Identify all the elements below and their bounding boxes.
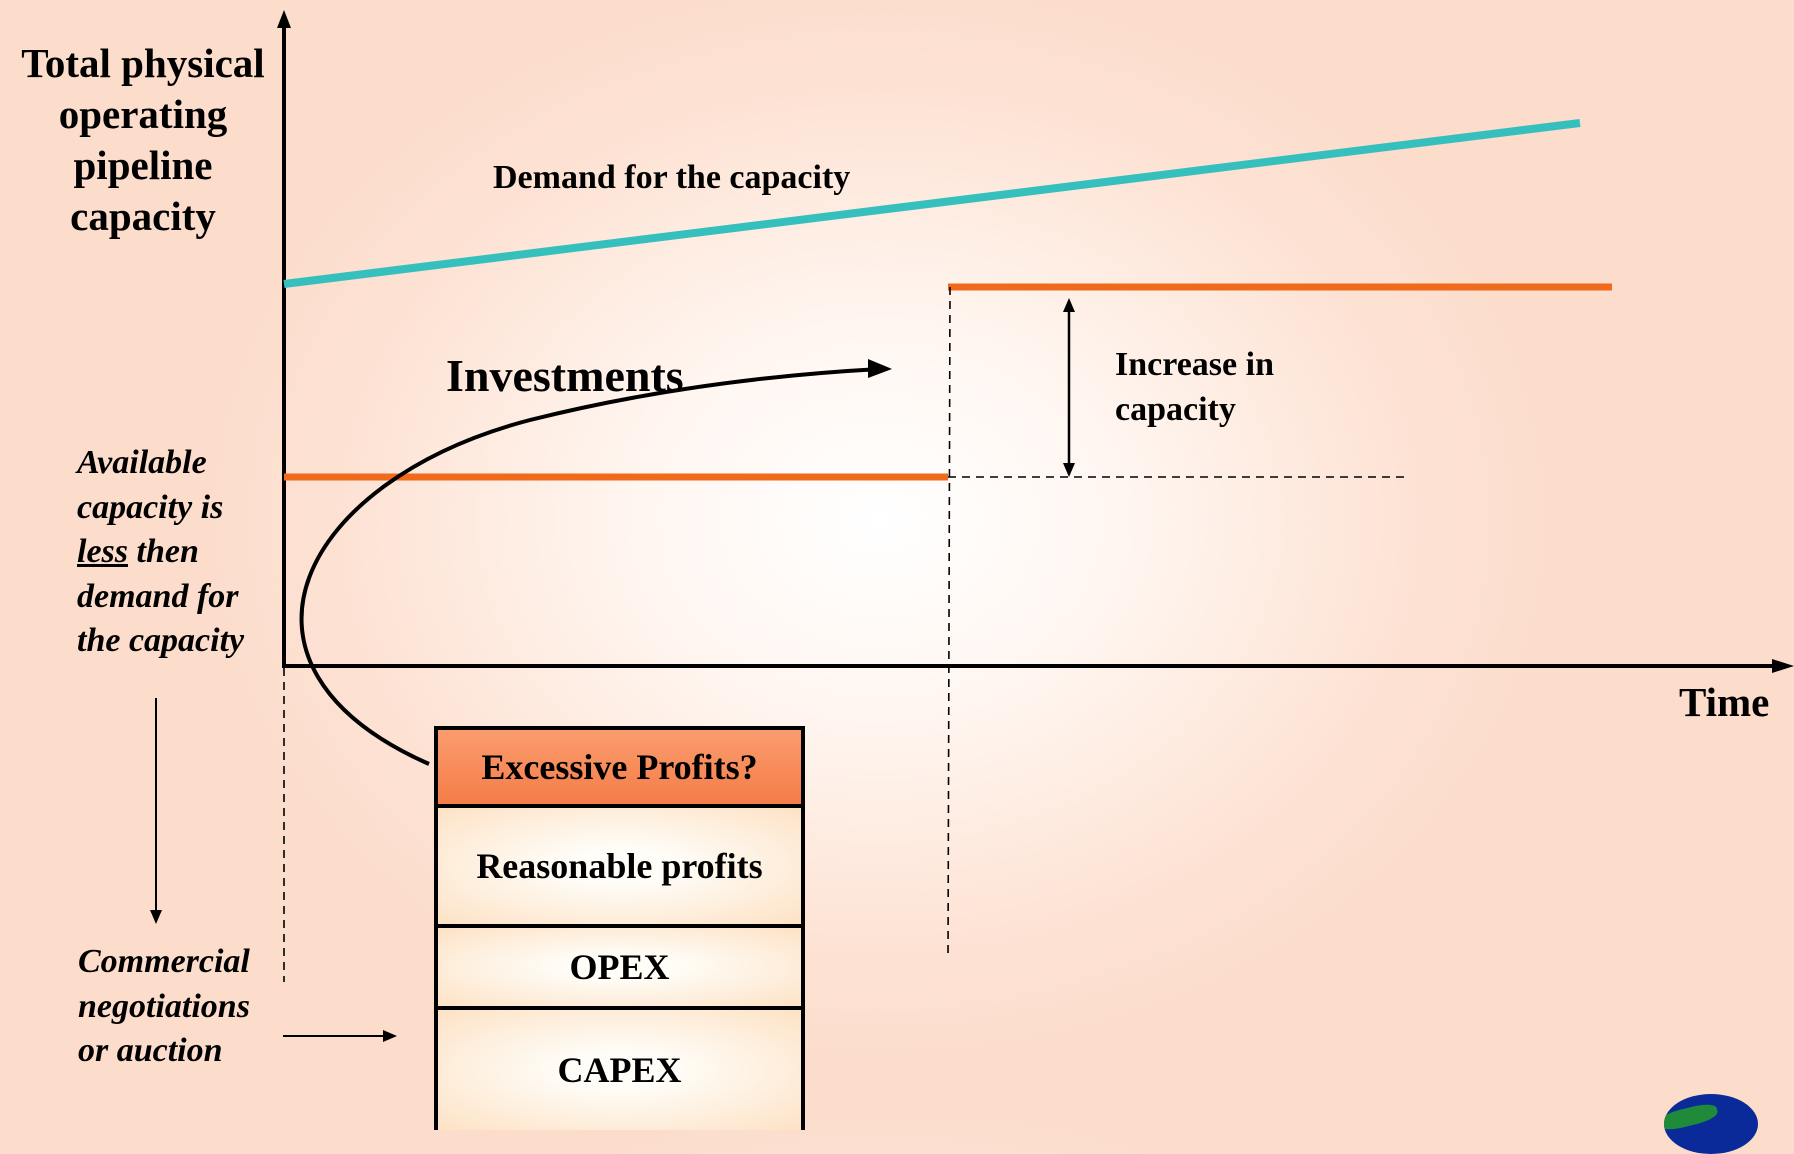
reasonable-profits-box: Reasonable profits <box>438 808 801 928</box>
commercial-note-line: negotiations <box>78 987 250 1025</box>
increase-arrowhead-top <box>1063 298 1075 312</box>
available-note-line: capacity is <box>77 488 224 526</box>
diagram-canvas <box>150 10 1794 1042</box>
y-axis-label-line: operating <box>58 91 228 137</box>
increase-label: Increase in capacity <box>1115 343 1274 432</box>
flow-down-arrowhead <box>150 910 162 924</box>
logo-icon <box>1664 1094 1758 1154</box>
available-note-line: Available <box>77 444 207 481</box>
investments-label: Investments <box>446 350 684 401</box>
increase-label-line: Increase in <box>1115 346 1274 383</box>
excessive-profits-box: Excessive Profits? <box>438 730 801 808</box>
y-axis-arrowhead <box>277 10 291 28</box>
investments-curve <box>299 367 881 766</box>
less-underlined: less <box>77 533 128 571</box>
capex-box: CAPEX <box>438 1010 801 1130</box>
y-axis-label-line: capacity <box>70 193 216 239</box>
y-axis-label: Total physical operating pipeline capaci… <box>0 38 286 242</box>
commercial-note-line: Commercial <box>78 943 250 980</box>
y-axis-label-line: Total physical <box>21 40 265 86</box>
available-note-line: less then <box>77 530 244 575</box>
demand-line <box>283 119 1581 288</box>
commercial-note: Commercial negotiations or auction <box>78 940 250 1074</box>
increase-label-line: capacity <box>1115 390 1236 428</box>
commercial-note-line: or auction <box>78 1032 223 1070</box>
then-text: then <box>128 533 199 571</box>
available-note-line: demand for <box>77 577 239 615</box>
investment-time-dashed <box>947 286 951 959</box>
opex-box: OPEX <box>438 928 801 1010</box>
x-axis-label: Time <box>1679 679 1770 725</box>
available-capacity-note: Available capacity is less then demand f… <box>77 441 244 664</box>
demand-label: Demand for the capacity <box>493 159 851 196</box>
x-axis-arrowhead <box>1772 659 1794 673</box>
increase-arrowhead-bottom <box>1063 463 1075 477</box>
investments-curve-arrowhead <box>868 359 892 378</box>
cost-stack: Excessive Profits? Reasonable profits OP… <box>434 726 805 1130</box>
flow-right-arrowhead <box>383 1030 397 1042</box>
available-note-line: the capacity <box>77 622 245 660</box>
y-axis-label-line: pipeline <box>73 142 213 188</box>
